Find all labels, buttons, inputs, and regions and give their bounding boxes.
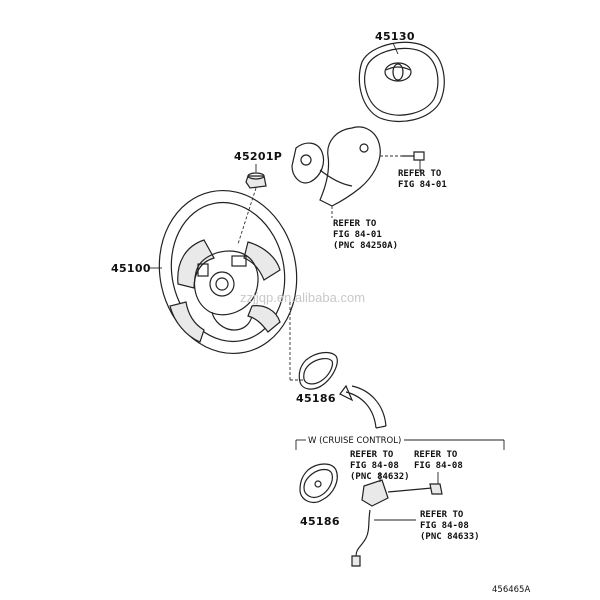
part-number-45201p: 45201P	[234, 150, 282, 163]
svg-text:FIG 84-08: FIG 84-08	[414, 461, 463, 471]
switch-bezel-45186-lower	[299, 463, 338, 503]
svg-text:FIG 84-08: FIG 84-08	[420, 521, 469, 531]
svg-text:FIG 84-08: FIG 84-08	[350, 461, 399, 471]
switch-bezel-45186-upper	[298, 351, 338, 390]
reference-note-5: REFER TO FIG 84-08 (PNC 84633)	[420, 510, 480, 542]
reference-note-4: REFER TO FIG 84-08	[414, 450, 463, 471]
svg-text:(PNC 84633): (PNC 84633)	[420, 532, 480, 542]
part-number-45130: 45130	[375, 30, 415, 43]
nut-icon	[245, 172, 267, 189]
airbag-pad-45130	[358, 41, 445, 123]
diagram-id: 456465A	[492, 585, 530, 595]
variant-label: W (CRUISE CONTROL)	[308, 436, 401, 446]
wire-harness	[351, 509, 416, 567]
svg-text:REFER TO: REFER TO	[333, 219, 377, 229]
part-number-45186-lower: 45186	[300, 515, 340, 528]
reference-note-2: REFER TO FIG 84-01 (PNC 84250A)	[333, 219, 398, 251]
cruise-control-variant-box: W (CRUISE CONTROL)	[295, 436, 505, 450]
arrow-icon	[339, 384, 387, 429]
steering-wheel-45100	[158, 189, 298, 355]
lower-garnish-cover	[291, 126, 381, 218]
cruise-switch-assembly	[361, 472, 443, 507]
svg-text:REFER TO: REFER TO	[420, 510, 464, 520]
svg-text:REFER TO: REFER TO	[398, 169, 442, 179]
svg-text:(PNC 84250A): (PNC 84250A)	[333, 241, 398, 251]
svg-text:REFER TO: REFER TO	[414, 450, 458, 460]
svg-text:REFER TO: REFER TO	[350, 450, 394, 460]
part-number-45100: 45100	[111, 262, 151, 275]
screw-icon	[402, 151, 425, 161]
part-number-45186-upper: 45186	[296, 392, 336, 405]
watermark: zzjjqp.en.alibaba.com	[240, 290, 365, 305]
svg-text:FIG 84-01: FIG 84-01	[398, 180, 447, 190]
svg-text:FIG 84-01: FIG 84-01	[333, 230, 382, 240]
reference-note-1: REFER TO FIG 84-01	[398, 169, 447, 190]
